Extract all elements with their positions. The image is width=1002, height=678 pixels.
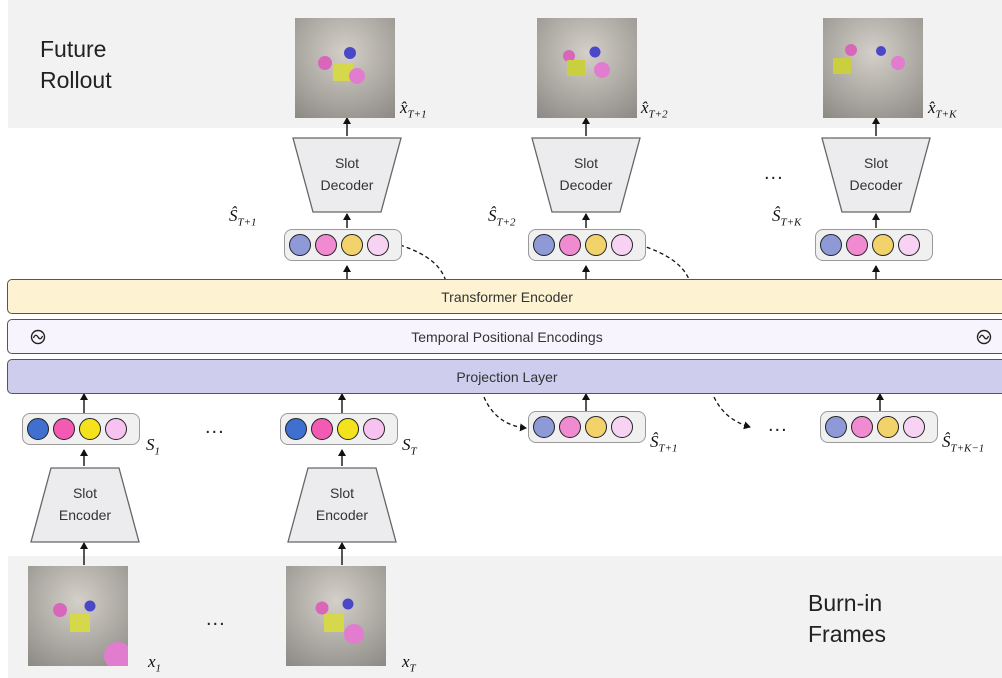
projection-layer: Projection Layer — [7, 359, 1002, 394]
sT-label: ST — [402, 435, 417, 458]
slots-sT — [280, 413, 398, 445]
slot-encoder-1: Slot Encoder — [30, 467, 140, 543]
slot-encoder-label-line2: Encoder — [315, 507, 369, 523]
slot — [105, 418, 127, 440]
slot — [585, 234, 607, 256]
slot — [851, 416, 873, 438]
burnin-line2: Frames — [808, 621, 886, 647]
slot — [559, 416, 581, 438]
slot-encoder-shape — [30, 467, 140, 543]
slot-decoder-label-line1: Slot — [573, 155, 599, 171]
rollout-frame-t1 — [295, 18, 395, 118]
sine-wave-icon — [976, 329, 992, 345]
slot — [367, 234, 389, 256]
s-hat-t1-label: ŜT+1 — [229, 206, 257, 229]
temporal-positional-encodings: Temporal Positional Encodings — [7, 319, 1002, 354]
transformer-encoder-label: Transformer Encoder — [441, 288, 573, 305]
slot — [820, 234, 842, 256]
ellipsis-slots-rollout: ... — [768, 414, 788, 436]
burnin-line1: Burn-in — [808, 590, 883, 616]
predicted-slots-tk — [815, 229, 933, 261]
slot-decoder-shape — [531, 137, 641, 213]
slot-encoder-T: Slot Encoder — [287, 467, 397, 543]
rollout-frame-tk — [823, 18, 923, 118]
burnin-frame-1 — [28, 566, 128, 666]
temporal-positional-encodings-label: Temporal Positional Encodings — [411, 328, 603, 345]
slot — [898, 234, 920, 256]
slot — [311, 418, 333, 440]
s-hat-tk1-label: ŜT+K−1 — [942, 432, 985, 455]
slot-decoder-label-line1: Slot — [334, 155, 360, 171]
x1-label: x1 — [148, 652, 162, 675]
s1-label: S1 — [146, 435, 160, 458]
s-hat-tk-label: ŜT+K — [772, 206, 802, 229]
slot-decoder-shape — [292, 137, 402, 213]
slot — [341, 234, 363, 256]
slot — [533, 416, 555, 438]
rollout-frame-t2 — [537, 18, 637, 118]
slot — [903, 416, 925, 438]
future-rollout-label: Future Rollout — [40, 34, 112, 96]
xT-label: xT — [402, 652, 416, 675]
slot — [285, 418, 307, 440]
x-hat-t1-label: x̂T+1 — [400, 98, 427, 121]
slot-decoder-shape — [821, 137, 931, 213]
slot-decoder-t1: Slot Decoder — [292, 137, 402, 213]
slot — [877, 416, 899, 438]
x-hat-t2-label: x̂T+2 — [641, 98, 668, 121]
slot-encoder-label-line1: Slot — [329, 485, 355, 501]
slot-decoder-label-line2: Decoder — [849, 177, 903, 193]
slot-decoder-label-line2: Decoder — [559, 177, 613, 193]
slot — [611, 234, 633, 256]
slot-encoder-label-line2: Encoder — [58, 507, 112, 523]
slot — [315, 234, 337, 256]
slot-decoder-tk: Slot Decoder — [821, 137, 931, 213]
slot — [611, 416, 633, 438]
slots-s1 — [22, 413, 140, 445]
ellipsis-slots-burnin: ... — [205, 416, 225, 438]
slot — [27, 418, 49, 440]
burnin-frame-T — [286, 566, 386, 666]
slot — [825, 416, 847, 438]
burnin-frames-label: Burn-in Frames — [808, 588, 886, 650]
slot — [533, 234, 555, 256]
ellipsis-decoders: ... — [764, 162, 784, 184]
slots-s-hat-tk1 — [820, 411, 938, 443]
slot — [846, 234, 868, 256]
slot-encoder-shape — [287, 467, 397, 543]
predicted-slots-t1 — [284, 229, 402, 261]
transformer-encoder: Transformer Encoder — [7, 279, 1002, 314]
s-hat-t2-label: ŜT+2 — [488, 206, 516, 229]
predicted-slots-t2 — [528, 229, 646, 261]
slot — [53, 418, 75, 440]
x-hat-tk-label: x̂T+K — [928, 98, 957, 121]
slot — [585, 416, 607, 438]
ellipsis-frames: ... — [206, 608, 226, 630]
future-rollout-line2: Rollout — [40, 67, 112, 93]
slot-decoder-label-line2: Decoder — [320, 177, 374, 193]
slot — [337, 418, 359, 440]
future-rollout-line1: Future — [40, 36, 107, 62]
slots-s-hat-t1 — [528, 411, 646, 443]
slot-encoder-label-line1: Slot — [72, 485, 98, 501]
slot — [872, 234, 894, 256]
slot-decoder-label-line1: Slot — [863, 155, 889, 171]
slot — [289, 234, 311, 256]
slot-decoder-t2: Slot Decoder — [531, 137, 641, 213]
burnin-band — [8, 556, 1002, 678]
slot — [559, 234, 581, 256]
projection-layer-label: Projection Layer — [456, 368, 558, 385]
slot — [79, 418, 101, 440]
sine-wave-icon — [30, 329, 46, 345]
s-hat-t1-bottom-label: ŜT+1 — [650, 432, 678, 455]
slot — [363, 418, 385, 440]
